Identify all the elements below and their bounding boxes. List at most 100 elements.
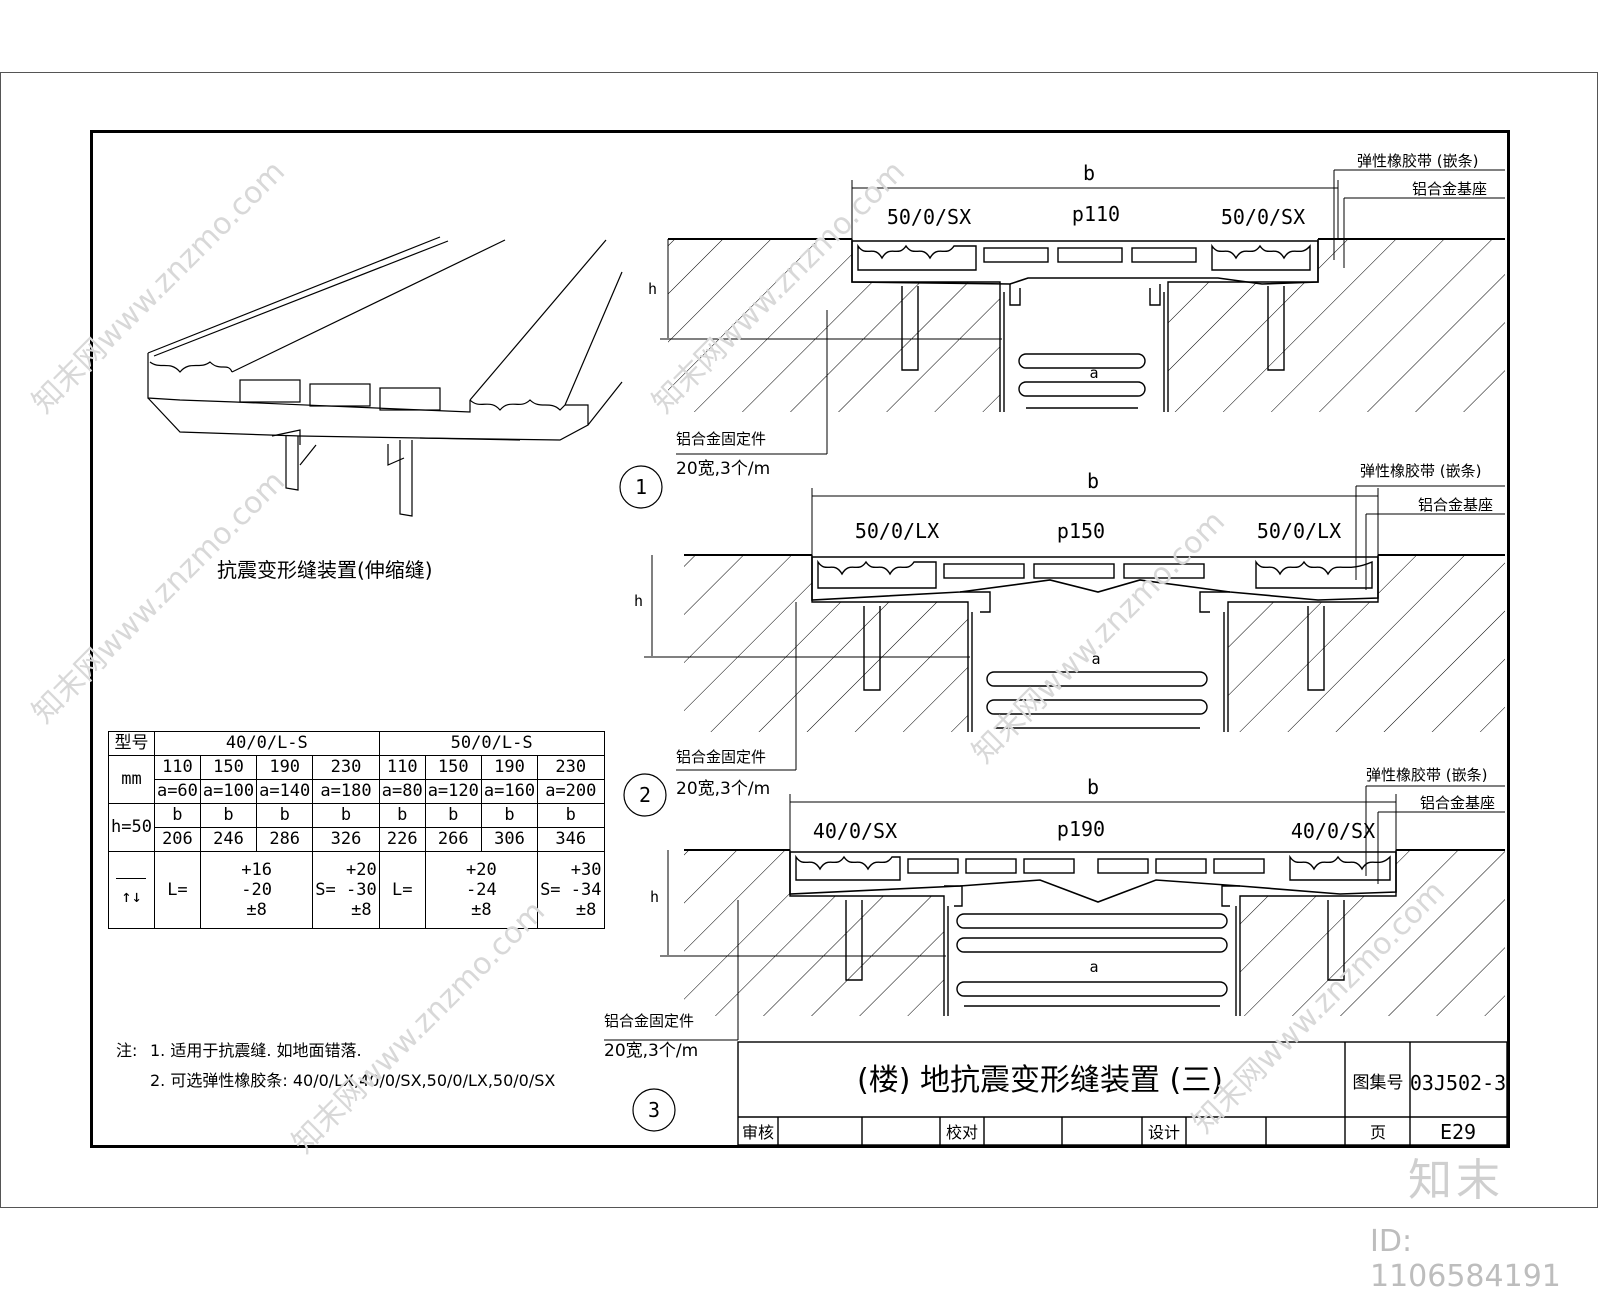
drawing-frame	[90, 130, 1510, 1148]
title-block	[737, 1041, 1508, 1146]
perspective-title: 抗震变形缝装置(伸缩缝)	[217, 558, 433, 582]
size-cell: 150	[424, 755, 482, 780]
size-cell: 230	[537, 755, 605, 780]
d3-callout-base: 铝合金基座	[1420, 794, 1495, 812]
movement-values-3: +20 -24 ±8	[424, 851, 539, 929]
d1-dim-a: a	[1089, 364, 1098, 382]
table-row: 型号 40/0/L-S 50/0/L-S	[108, 731, 605, 756]
mv-value: +20	[346, 860, 377, 880]
a-cell: a=140	[256, 779, 314, 804]
d3-dim-a: a	[1089, 958, 1098, 976]
size-cell: 150	[199, 755, 258, 780]
review-label: 审核	[742, 1123, 774, 1142]
b-header-cell: b	[424, 803, 482, 828]
b-value-cell: 246	[199, 827, 258, 852]
d2-right-label: 50/0/LX	[1257, 519, 1341, 543]
mm-label: mm	[108, 755, 155, 804]
a-cell: a=160	[480, 779, 539, 804]
note-1: 1. 适用于抗震缝. 如地面错落.	[150, 1041, 362, 1060]
d2-anchor-label: 铝合金固定件	[676, 748, 766, 766]
table-row: 206 246 286 326 226 266 306 346	[109, 827, 605, 852]
d3-anchor-spec: 20宽,3个/m	[604, 1041, 698, 1061]
size-cell: 110	[378, 755, 426, 780]
mv-value: -30	[346, 880, 377, 900]
d2-dim-h: h	[634, 592, 643, 610]
page-label: 页	[1370, 1123, 1386, 1142]
d3-number: 3	[648, 1098, 660, 1122]
check-label: 校对	[946, 1123, 978, 1142]
d2-left-label: 50/0/LX	[855, 519, 939, 543]
b-header-cell: b	[312, 803, 380, 828]
b-header-cell: b	[199, 803, 258, 828]
table-row: ↑↓ L= +16 -20 ±8 S= +20 -30 ±8 L= +20 -2…	[108, 851, 605, 929]
mv-value: ±8	[471, 900, 492, 920]
d2-center-label: p150	[1057, 519, 1105, 543]
perspective-view	[147, 236, 623, 517]
d1-callout-rubber: 弹性橡胶带 (嵌条)	[1357, 152, 1478, 170]
mv-value: +20	[466, 860, 497, 880]
atlas-number: 03J502-3	[1410, 1071, 1506, 1095]
d2-dim-a: a	[1091, 650, 1100, 668]
b-value-cell: 286	[256, 827, 314, 852]
mv-value: +30	[570, 860, 602, 880]
movement-values-4: S= +30 -34 ±8	[537, 851, 605, 929]
d3-dim-h: h	[650, 888, 659, 906]
mv-value: ±8	[575, 900, 597, 920]
b-value-cell: 266	[424, 827, 482, 852]
d1-anchor-label: 铝合金固定件	[676, 430, 766, 448]
size-cell: 190	[256, 755, 314, 780]
d3-left-label: 40/0/SX	[813, 819, 897, 843]
detail-1	[619, 169, 1505, 509]
spec-table: 型号 40/0/L-S 50/0/L-S mm 110 150 190 230 …	[108, 731, 605, 929]
mv-value: -34	[570, 880, 602, 900]
d1-left-label: 50/0/SX	[887, 205, 971, 229]
b-header-cell: b	[153, 803, 201, 828]
a-cell: a=180	[312, 779, 380, 804]
mv-value: -24	[466, 880, 497, 900]
a-cell: a=120	[424, 779, 482, 804]
h-label: h=50	[108, 803, 155, 852]
d3-dim-b: b	[1087, 775, 1099, 799]
b-value-cell: 206	[153, 827, 201, 852]
b-header-cell: b	[378, 803, 426, 828]
b-header-cell: b	[537, 803, 605, 828]
d2-dim-b: b	[1087, 469, 1099, 493]
table-row: a=60 a=100 a=140 a=180 a=80 a=120 a=160 …	[109, 779, 605, 804]
b-header-cell: b	[480, 803, 539, 828]
d3-center-label: p190	[1057, 817, 1105, 841]
table-row: h=50 b b b b b b b b	[108, 803, 605, 852]
a-cell: a=200	[537, 779, 605, 804]
mv-value: ±8	[246, 900, 267, 920]
movement-icon-cell: ↑↓	[108, 851, 155, 929]
d2-callout-base: 铝合金基座	[1418, 496, 1493, 514]
d3-callout-rubber: 弹性橡胶带 (嵌条)	[1366, 766, 1487, 784]
mv-value: ±8	[351, 900, 372, 920]
b-header-cell: b	[256, 803, 314, 828]
d2-callout-rubber: 弹性橡胶带 (嵌条)	[1360, 462, 1481, 480]
S-label: S=	[315, 880, 336, 900]
mv-value: +16	[241, 860, 272, 880]
d1-dim-h: h	[648, 280, 657, 298]
id-watermark: ID: 1106584191	[1370, 1224, 1561, 1294]
L-label: L=	[153, 851, 201, 929]
L-label: L=	[378, 851, 426, 929]
d2-anchor-spec: 20宽,3个/m	[676, 779, 770, 799]
b-value-cell: 346	[537, 827, 605, 852]
detail-3	[604, 785, 1505, 1132]
sheet-outer-border	[0, 72, 1598, 1208]
d1-number: 1	[635, 475, 647, 499]
table-row: mm 110 150 190 230 110 150 190 230	[108, 755, 605, 804]
d1-dim-b: b	[1083, 161, 1095, 185]
note-2: 2. 可选弹性橡胶条: 40/0/LX,40/0/SX,50/0/LX,50/0…	[150, 1071, 555, 1090]
b-value-cell: 306	[480, 827, 539, 852]
a-cell: a=100	[199, 779, 258, 804]
brand-watermark: 知末	[1408, 1155, 1504, 1206]
d1-right-label: 50/0/SX	[1221, 205, 1305, 229]
design-label: 设计	[1148, 1123, 1180, 1142]
d3-anchor-label: 铝合金固定件	[604, 1012, 694, 1030]
size-cell: 110	[153, 755, 201, 780]
mv-value: -20	[241, 880, 272, 900]
movement-arrows-icon: ↑↓	[121, 886, 142, 907]
model-label: 型号	[108, 731, 155, 756]
